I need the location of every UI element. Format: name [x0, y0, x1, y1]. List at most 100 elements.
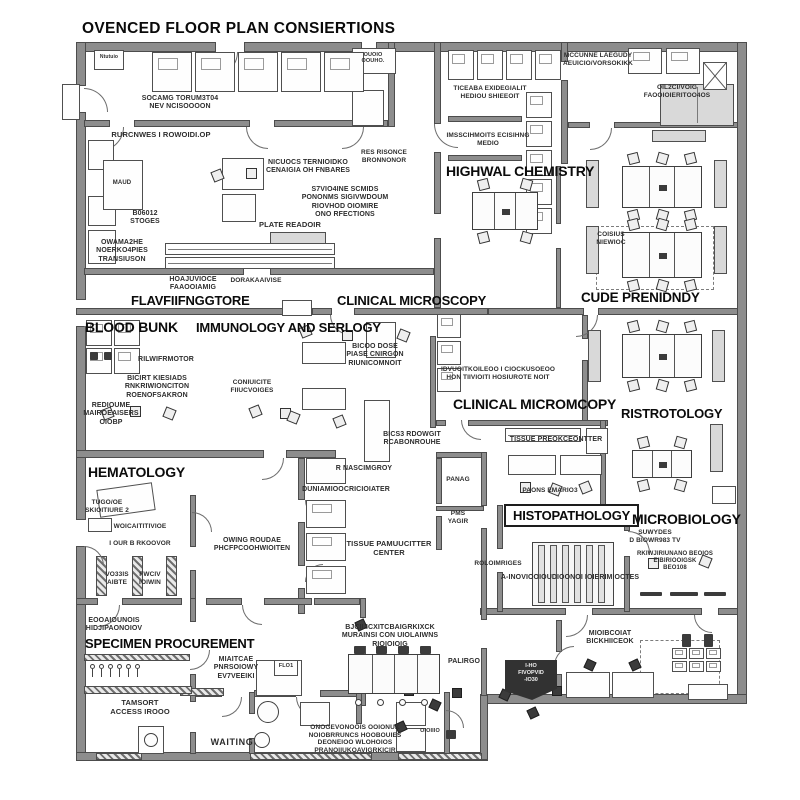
door-arc	[461, 420, 481, 440]
locker-cell	[437, 368, 461, 392]
locker-cell	[628, 48, 662, 74]
desk-divider	[674, 335, 676, 377]
locker-cell-inner	[530, 153, 544, 163]
round-item	[398, 698, 406, 706]
locker-cell-inner	[452, 54, 466, 65]
locker-cell	[706, 661, 721, 672]
locker-cell	[114, 320, 140, 346]
floor-label: ONOGEVONOOIS OOIONUK NOIOBRRUNCS HOOBOUI…	[308, 724, 402, 754]
equipment-box	[222, 194, 256, 222]
floor-label: TISSUE PREOKCEONTTER	[509, 436, 603, 443]
locker-cell-inner	[530, 124, 544, 134]
wall	[434, 42, 441, 124]
equipment-box	[88, 518, 112, 532]
locker-cell-inner	[691, 663, 700, 668]
locker-cell-inner	[691, 650, 700, 655]
equipment-box	[586, 226, 599, 274]
round-item	[257, 701, 279, 723]
chair	[526, 706, 540, 720]
shelf-bar	[538, 545, 545, 603]
equipment-box	[300, 702, 330, 726]
wall	[448, 155, 522, 161]
page-title: OVENCED FLOOR PLAN CONSIERTIONS	[82, 20, 396, 37]
floor-label: MCCUNNE LAEGUDY AEUICIO/VORSOKIKK	[563, 52, 633, 67]
floor-label: MIAITCAE PNRSOIOWY EV7VEEIKI	[213, 656, 259, 680]
wall	[249, 692, 255, 714]
dark-equipment	[682, 634, 691, 647]
coat-hook	[90, 664, 95, 669]
floor-label: DUNIAMIOOCRICIOIATER	[302, 486, 390, 493]
door-arc	[190, 650, 210, 670]
wall	[76, 450, 264, 458]
floor-label: MAUD	[112, 180, 132, 186]
locker-cell-inner	[708, 650, 717, 655]
door-arc	[84, 88, 108, 112]
locker-cell	[324, 52, 364, 92]
locker-cell-inner	[90, 323, 104, 333]
coat-hook-stem	[137, 669, 139, 677]
equipment-box	[586, 160, 599, 208]
locker-cell	[689, 661, 704, 672]
floor-label: OUOIO OOUHO.	[361, 52, 385, 65]
wall	[298, 522, 305, 566]
wall	[76, 112, 86, 300]
door-arc	[566, 615, 588, 637]
wall	[76, 326, 86, 520]
wall	[298, 458, 305, 500]
workstation-cluster	[622, 166, 702, 208]
hatched-wall	[84, 654, 190, 661]
floor-label: I OUR B RKOOVOR	[109, 540, 171, 547]
chair	[519, 230, 534, 245]
locker-cell	[152, 52, 192, 92]
floor-label: WOICAITITIVIOE	[113, 523, 167, 530]
floor-label: BICOO DOSE PIASE CNIRGON RIUNICOMNOIT	[346, 343, 404, 367]
locker-cell	[672, 661, 687, 672]
floor-label: OIOIIIO	[420, 728, 440, 734]
floor-label: SOCAMG TORUM3T04 NEV NCISOOOON	[141, 95, 219, 111]
room-heading-highwal-chemistry: HIGHWAL CHEMISTRY	[446, 163, 595, 179]
door-arc	[262, 458, 284, 480]
floor-label: RKIWJIRIUNANO BEOIOS EIBIRIOOIGSK BEO108	[636, 551, 714, 572]
wall	[190, 598, 196, 622]
wall	[436, 516, 442, 550]
coat-hook	[135, 664, 140, 669]
wall	[497, 505, 503, 549]
equipment-box	[712, 486, 736, 504]
floor-label: SUWYDES D BIOWR983 TV	[629, 529, 681, 544]
wall	[436, 506, 484, 511]
desk-equipment	[659, 354, 667, 360]
locker-cell-inner	[201, 57, 221, 71]
wall	[436, 420, 446, 426]
floor-label: OWING ROUDAE PHCFPCOOHWIOITEN	[213, 537, 291, 553]
door-arc	[192, 512, 212, 532]
floor-label: PALIRGO	[447, 658, 481, 665]
tap-station	[354, 646, 365, 654]
wall	[434, 152, 441, 214]
room-heading-blood-bunk: BLOOD BUNK	[85, 319, 178, 335]
round-item	[420, 698, 428, 706]
locker-cell	[306, 533, 346, 561]
room-heading-specimen-procurement: SPECIMEN PROCUREMENT	[85, 636, 255, 651]
equipment-box	[560, 455, 602, 475]
floor-label: TAMSORT ACCESS IROOO	[110, 698, 170, 716]
room-heading-microbiology: MICROBIOLOGY	[632, 511, 741, 527]
chair	[552, 686, 562, 696]
locker-cell-inner	[708, 663, 717, 668]
dark-equipment	[704, 634, 713, 647]
wall	[286, 450, 336, 458]
round-item	[144, 733, 158, 747]
locker-cell-inner	[312, 537, 332, 547]
locker-cell-inner	[674, 650, 683, 655]
chair	[248, 404, 263, 419]
floor-label: TICEABA EXIDEGIALIT HEDIOU SHIEEOIT	[453, 85, 527, 100]
chair	[428, 698, 442, 712]
floor-label: OWAMA2HE NOERKO4PIES TRANSIUSON	[96, 239, 148, 263]
chair	[626, 378, 641, 393]
divider-line	[697, 87, 698, 123]
locker-cell	[706, 648, 721, 659]
locker-cell	[195, 52, 235, 92]
door-arc	[222, 697, 242, 717]
sink-bench	[348, 654, 440, 694]
floor-label: EOOAIOUNOIS HIDJIPAONOIOV	[85, 617, 143, 633]
wall	[598, 308, 738, 315]
